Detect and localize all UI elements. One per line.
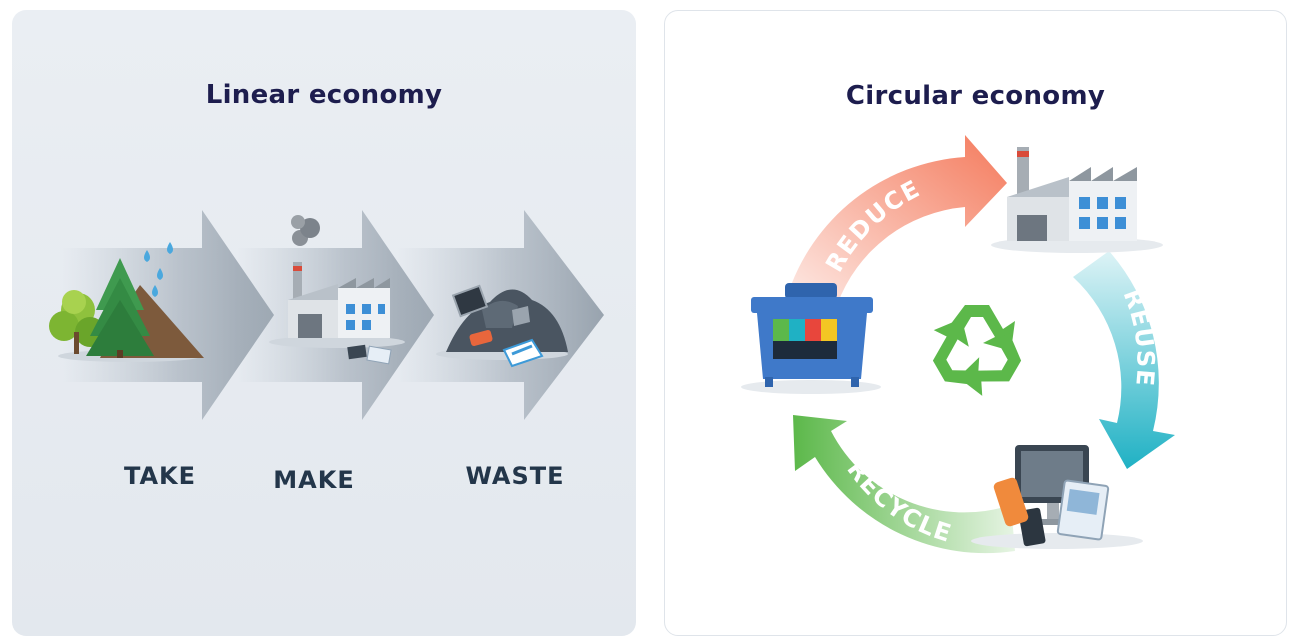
factory-icon (269, 215, 405, 365)
step-make-label: MAKE (273, 466, 355, 494)
trees-icon (49, 258, 204, 362)
circular-economy-title: Circular economy (845, 81, 1106, 111)
arrow-take (62, 210, 274, 420)
linear-economy-panel: Linear economy (12, 10, 636, 636)
linear-flow-diagram (49, 210, 604, 420)
circular-economy-panel: Circular economy REDUCE (664, 10, 1287, 636)
trash-pile-icon (436, 284, 568, 368)
linear-economy-title: Linear economy (205, 80, 443, 110)
factory-icon (991, 147, 1163, 253)
water-drops-icon (144, 242, 173, 297)
recycle-icon (932, 305, 1022, 396)
recycle-arrow: RECYCLE (793, 415, 1015, 554)
reuse-arrow: REUSE (1073, 251, 1175, 469)
step-take-label: TAKE (123, 462, 197, 490)
step-waste-label: WASTE (465, 462, 565, 490)
electronic-devices-icon (971, 445, 1143, 549)
recycling-bin-icon (741, 283, 881, 394)
reduce-arrow: REDUCE (787, 135, 1007, 305)
circular-cycle-diagram: REDUCE REUSE RECYCLE (741, 135, 1175, 554)
